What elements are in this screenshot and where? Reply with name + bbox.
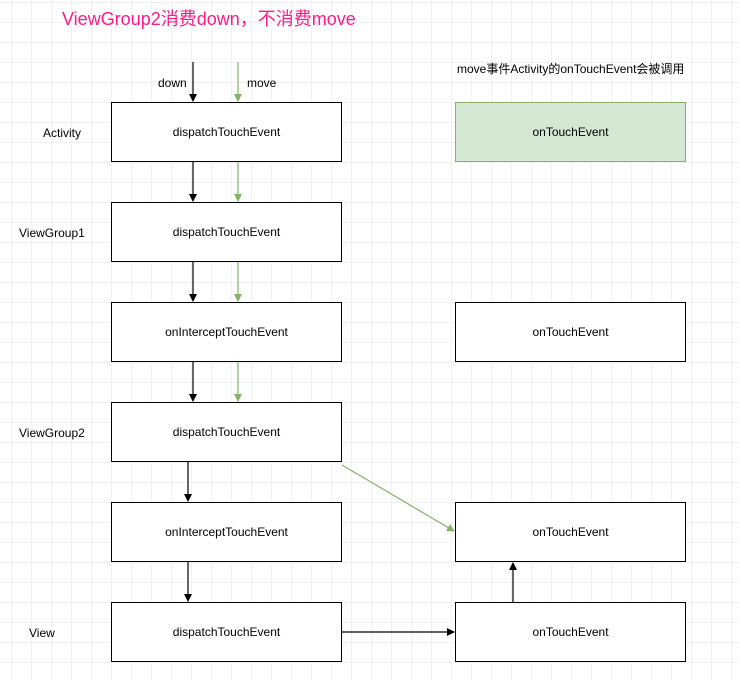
view-ontouch-box: onTouchEvent bbox=[455, 602, 686, 662]
row-label-viewgroup2: ViewGroup2 bbox=[19, 426, 85, 440]
note-text: move事件Activity的onTouchEvent会被调用 bbox=[457, 62, 685, 76]
row-label-view: View bbox=[29, 626, 55, 640]
activity-ontouch-box: onTouchEvent bbox=[455, 102, 686, 162]
diagram-title: ViewGroup2消费down，不消费move bbox=[62, 9, 356, 29]
viewgroup2-dispatch-box: dispatchTouchEvent bbox=[111, 402, 342, 462]
activity-dispatch-box: dispatchTouchEvent bbox=[111, 102, 342, 162]
view-dispatch-box: dispatchTouchEvent bbox=[111, 602, 342, 662]
viewgroup2-intercept-box: onInterceptTouchEvent bbox=[111, 502, 342, 562]
move-arrow-label: move bbox=[247, 76, 277, 90]
viewgroup2-ontouch-box: onTouchEvent bbox=[455, 502, 686, 562]
viewgroup1-ontouch-box: onTouchEvent bbox=[455, 302, 686, 362]
row-label-activity: Activity bbox=[43, 126, 82, 140]
move-arrow-vg2-to-ontouch bbox=[341, 464, 455, 532]
row-label-viewgroup1: ViewGroup1 bbox=[19, 226, 85, 240]
viewgroup1-dispatch-box: dispatchTouchEvent bbox=[111, 202, 342, 262]
viewgroup1-intercept-box: onInterceptTouchEvent bbox=[111, 302, 342, 362]
down-arrow-label: down bbox=[158, 76, 187, 90]
